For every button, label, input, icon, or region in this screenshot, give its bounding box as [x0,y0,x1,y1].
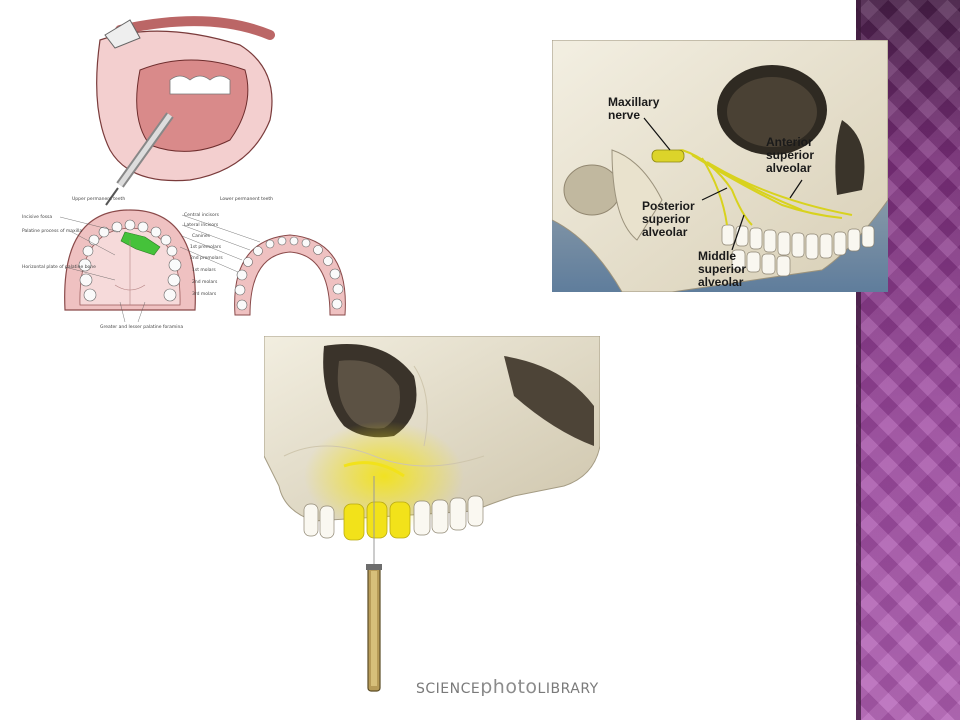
label-anterior-superior-alveolar: Anterior superior alveolar [766,135,815,175]
label-2nd-premolars: 2nd premolars [190,255,223,261]
injection-skull-figure: SCIENCEphotoLIBRARY [264,336,600,696]
label-incisive-fossa: Incisive fossa [22,214,52,220]
palate-illustration-drawing: Upper permanent teeth Lower permanent te… [22,16,346,330]
label-central-incisors: Central incisors [184,212,220,218]
label-2nd-molars: 2nd molars [192,279,218,285]
science-photo-library-watermark: SCIENCEphotoLIBRARY [416,676,599,696]
label-posterior-superior-alveolar: Posterior superior alveolar [642,199,695,239]
upper-teeth-header: Upper permanent teeth [72,196,125,202]
label-lateral-incisors: Lateral incisors [184,222,219,228]
label-maxillary-nerve: Maxillary nerve [608,95,660,122]
label-1st-molars: 1st molars [192,267,216,273]
maxillary-nerve-figure: Maxillary nerve Anterior superior alveol… [552,40,888,292]
label-horizontal-plate: Horizontal plate of palatine bone [22,264,96,270]
nerve-branches [651,149,853,226]
label-middle-superior-alveolar: Middle superior alveolar [698,249,747,289]
label-3rd-molars: 3rd molars [192,291,217,297]
palate-teeth-illustration: Upper permanent teeth Lower permanent te… [20,10,370,340]
label-palatine-process: Palatine process of maxilla [22,228,82,234]
label-palatine-foramina: Greater and lesser palatine foramina [100,324,183,330]
label-1st-premolars: 1st premolars [190,244,222,250]
lower-teeth-header: Lower permanent teeth [220,196,273,202]
injection-skull-drawing [264,336,600,692]
skull-nerve-drawing [552,40,888,292]
label-canines: Canines [192,233,211,239]
